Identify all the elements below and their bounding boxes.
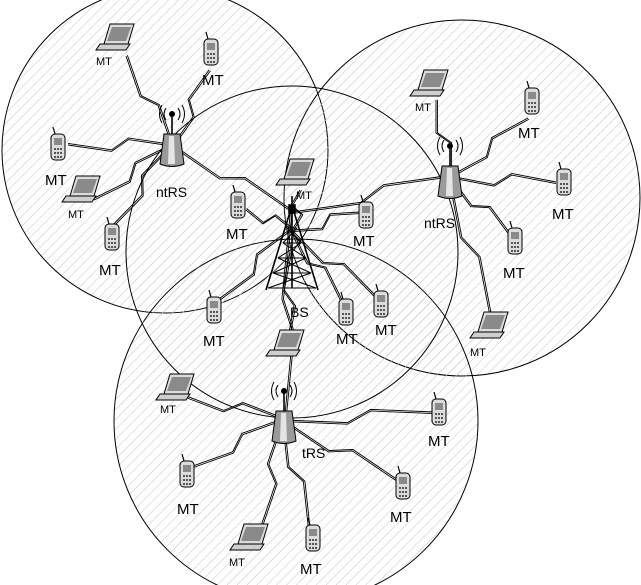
relay-label-ne: ntRS xyxy=(424,215,455,231)
lightning-link-icon xyxy=(291,211,361,231)
lightning-link-icon xyxy=(112,144,172,226)
lightning-link-icon xyxy=(283,408,435,424)
lightning-link-icon xyxy=(67,139,173,152)
mt-label: MT xyxy=(160,404,176,416)
lightning-link-icon xyxy=(113,145,173,227)
mt-label: MT xyxy=(296,190,312,202)
lightning-link-icon xyxy=(283,421,398,482)
lightning-link-icon xyxy=(448,176,491,319)
lightning-link-icon xyxy=(191,418,284,468)
lightning-link-icon xyxy=(172,144,294,211)
lightning-link-icon xyxy=(93,145,173,201)
mt-label: MT xyxy=(375,322,397,339)
lightning-link-icon xyxy=(283,419,399,481)
mt-label: MT xyxy=(518,125,540,142)
mt-label: MT xyxy=(428,433,450,450)
mt-label: MT xyxy=(45,172,67,189)
lightning-link-icon xyxy=(292,213,361,232)
lightning-link-icon xyxy=(125,55,173,147)
mt-label: MT xyxy=(229,557,245,569)
mt-label: MT xyxy=(552,206,574,223)
lightning-link-icon xyxy=(218,228,292,300)
base-station-label: BS xyxy=(290,304,309,320)
lightning-link-icon xyxy=(283,211,295,421)
node-labels: ntRS ntRS tRS BS xyxy=(156,184,455,461)
terminal-labels: MT MT MT MT MT MT MT MT MT MT MT MT MT M… xyxy=(45,56,574,578)
tower-icon xyxy=(265,196,319,291)
lightning-link-icon xyxy=(449,117,529,177)
lightning-link-icon xyxy=(290,230,376,298)
lightning-link-icon xyxy=(290,230,342,302)
mt-label: MT xyxy=(99,262,121,279)
mt-label: MT xyxy=(226,226,248,243)
mt-label: MT xyxy=(353,233,375,250)
lightning-link-icon xyxy=(450,118,530,178)
lightning-link-icon xyxy=(126,55,174,146)
lightning-link-icon xyxy=(437,99,453,176)
wireless-links xyxy=(67,55,557,529)
mt-label: MT xyxy=(336,331,358,348)
mt-label: MT xyxy=(96,56,112,68)
lightning-link-icon xyxy=(181,395,285,421)
lightning-link-icon xyxy=(245,209,293,231)
mt-label: MT xyxy=(203,333,225,350)
mt-label: MT xyxy=(415,102,431,114)
mt-label: MT xyxy=(300,561,322,578)
relay-label-s: tRS xyxy=(302,445,325,461)
lightning-link-icon xyxy=(284,410,435,425)
mt-label: MT xyxy=(68,209,84,221)
lightning-link-icon xyxy=(246,208,293,229)
lightning-link-icon xyxy=(281,211,294,420)
lightning-link-icon xyxy=(191,419,285,469)
lightning-link-icon xyxy=(173,70,211,147)
mt-label: MT xyxy=(390,509,412,526)
lightning-link-icon xyxy=(92,144,172,200)
lightning-link-icon xyxy=(67,137,173,151)
lightning-link-icon xyxy=(449,174,556,187)
relay-label-nw: ntRS xyxy=(156,184,187,200)
lightning-link-icon xyxy=(291,174,453,213)
mt-label: MT xyxy=(177,501,199,518)
lightning-link-icon xyxy=(171,69,210,147)
mt-label: MT xyxy=(503,265,525,282)
mt-label: MT xyxy=(470,347,486,359)
lightning-link-icon xyxy=(291,190,304,231)
lightning-link-icon xyxy=(171,145,293,213)
lightning-link-icon xyxy=(219,229,293,301)
lightning-link-icon xyxy=(449,175,493,319)
lightning-link-icon xyxy=(182,394,285,419)
lightning-link-icon xyxy=(291,229,343,301)
lightning-link-icon xyxy=(449,173,557,185)
mt-label: MT xyxy=(202,72,224,89)
lightning-link-icon xyxy=(291,229,377,297)
lightning-link-icon xyxy=(282,249,295,347)
lightning-link-icon xyxy=(283,249,297,347)
lightning-link-icon xyxy=(292,176,453,215)
